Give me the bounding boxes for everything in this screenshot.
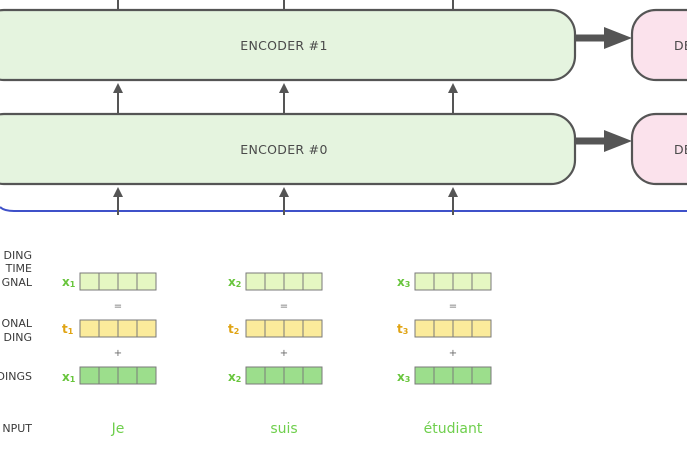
encoding-boundary-line bbox=[0, 206, 687, 212]
signal-label-2: x2 bbox=[228, 275, 241, 289]
encoder-1-block: ENCODER #1 bbox=[0, 8, 577, 82]
signal-label-3: x3 bbox=[397, 275, 410, 289]
embedding-label-1: x1 bbox=[62, 370, 76, 384]
signal-label-1: x1 bbox=[62, 275, 76, 289]
signal-vector-2 bbox=[245, 272, 323, 291]
equals-sign-1: = bbox=[114, 301, 122, 312]
row-label-positional-line-1: ONAL bbox=[1, 317, 32, 330]
encoder-0-block: ENCODER #0 bbox=[0, 112, 577, 186]
equals-sign-3: = bbox=[449, 301, 457, 312]
positional-label-1: t1 bbox=[62, 322, 74, 336]
equals-sign-2: = bbox=[280, 301, 288, 312]
encoder-0-to-decoder-arrow bbox=[575, 130, 632, 152]
encoder-1-to-decoder-arrow bbox=[575, 27, 632, 49]
positional-vector-3 bbox=[414, 319, 492, 338]
row-label-signal-line-2: TIME bbox=[5, 262, 32, 275]
row-label-input: NPUT bbox=[2, 422, 32, 435]
encoder-0-label: ENCODER #0 bbox=[240, 142, 327, 157]
decoder-1-block: DE bbox=[630, 8, 687, 82]
positional-label-2: t2 bbox=[228, 322, 239, 336]
token-column-2: x2 = t2 + x2 suis bbox=[228, 272, 323, 437]
row-label-positional: ONAL DING bbox=[1, 317, 32, 344]
embedding-vector-2 bbox=[245, 366, 323, 385]
positional-label-3: t3 bbox=[397, 322, 408, 336]
plus-sign-1: + bbox=[114, 348, 122, 359]
token-column-3: x3 = t3 + x3 étudiant bbox=[397, 272, 492, 437]
plus-sign-2: + bbox=[280, 348, 288, 359]
decoder-0-label: DE bbox=[674, 142, 687, 157]
row-label-signal: DING TIME GNAL bbox=[2, 249, 33, 289]
plus-sign-3: + bbox=[449, 348, 457, 359]
embedding-label-3: x3 bbox=[397, 370, 410, 384]
decoder-0-block: DE bbox=[630, 112, 687, 186]
signal-vector-1 bbox=[79, 272, 157, 291]
embedding-label-2: x2 bbox=[228, 370, 241, 384]
embedding-vector-1 bbox=[79, 366, 157, 385]
row-label-embeddings: DINGS bbox=[0, 370, 32, 383]
decoder-1-label: DE bbox=[674, 38, 687, 53]
input-word-1: Je bbox=[111, 421, 125, 437]
token-column-1: x1 = t1 + x1 Je bbox=[62, 272, 157, 437]
row-label-positional-line-2: DING bbox=[4, 331, 32, 344]
positional-vector-2 bbox=[245, 319, 323, 338]
embedding-vector-3 bbox=[414, 366, 492, 385]
positional-vector-1 bbox=[79, 319, 157, 338]
row-label-signal-line-1: DING bbox=[4, 249, 32, 262]
encoder-1-label: ENCODER #1 bbox=[240, 38, 327, 53]
signal-vector-3 bbox=[414, 272, 492, 291]
row-label-signal-line-3: GNAL bbox=[2, 276, 33, 289]
input-word-3: étudiant bbox=[424, 421, 483, 437]
input-word-2: suis bbox=[270, 421, 297, 437]
